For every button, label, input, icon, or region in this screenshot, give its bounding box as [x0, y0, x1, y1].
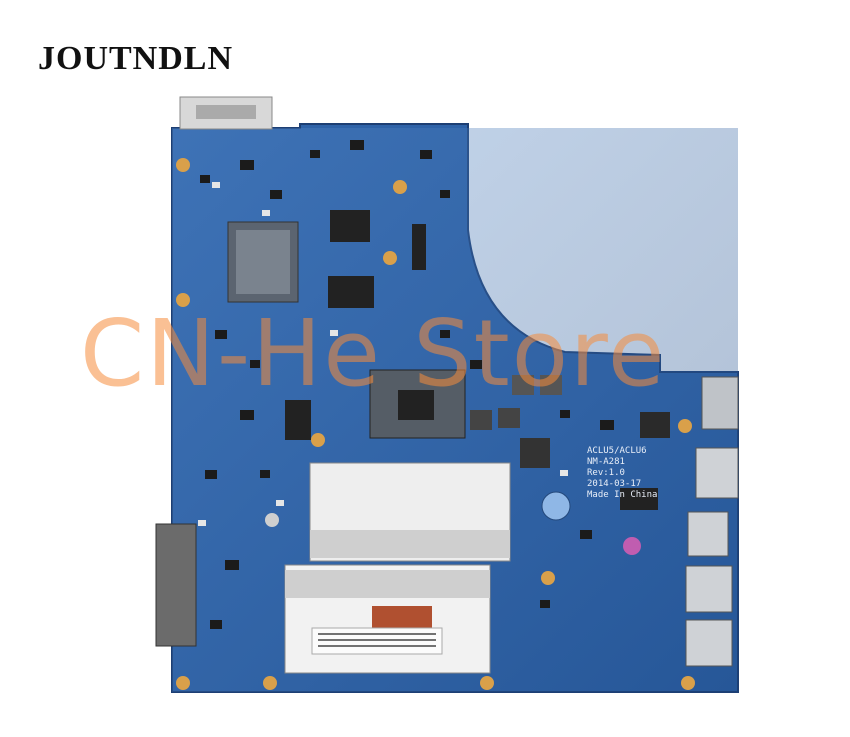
silkscreen-line: Rev:1.0 [587, 468, 625, 478]
mount-hole [393, 180, 407, 194]
capacitor [623, 537, 641, 555]
mount-hole [541, 571, 555, 585]
mount-hole [383, 251, 397, 265]
capacitor [541, 491, 571, 521]
inductor [540, 375, 562, 395]
ic-chip [330, 210, 370, 242]
brand-logo-text: JOUTNDLN [38, 40, 234, 77]
vga-port [701, 376, 739, 430]
capacitor [265, 513, 279, 527]
label-sticker [372, 606, 432, 630]
store-watermark: CN-He Store [80, 300, 667, 407]
mount-hole [311, 433, 325, 447]
inductor [498, 408, 520, 428]
mount-hole [176, 676, 190, 690]
mount-hole [176, 158, 190, 172]
barcode-sticker [311, 627, 443, 655]
mount-hole [176, 293, 190, 307]
inductor [512, 375, 534, 395]
inductor [470, 410, 492, 430]
mount-hole [480, 676, 494, 690]
board-silkscreen: ACLU5/ACLU6 NM-A281 Rev:1.0 2014-03-17 M… [587, 446, 657, 501]
ethernet-port [695, 447, 739, 499]
usb-port [685, 565, 733, 613]
mount-hole [263, 676, 277, 690]
ic-chip [412, 224, 426, 270]
mount-hole [681, 676, 695, 690]
mount-hole [678, 419, 692, 433]
silkscreen-line: 2014-03-17 [587, 479, 642, 489]
ic-chip [285, 400, 311, 440]
ic-chip [640, 412, 670, 438]
ic-chip [520, 438, 550, 468]
silkscreen-line: Made In China [587, 490, 658, 500]
usb-port [687, 511, 729, 557]
ic-chip [328, 276, 374, 308]
silkscreen-line: NM-A281 [587, 457, 625, 467]
usb-port [685, 619, 733, 667]
silkscreen-line: ACLU5/ACLU6 [587, 446, 647, 456]
ic-chip [620, 488, 658, 510]
sata-connector [155, 523, 197, 647]
